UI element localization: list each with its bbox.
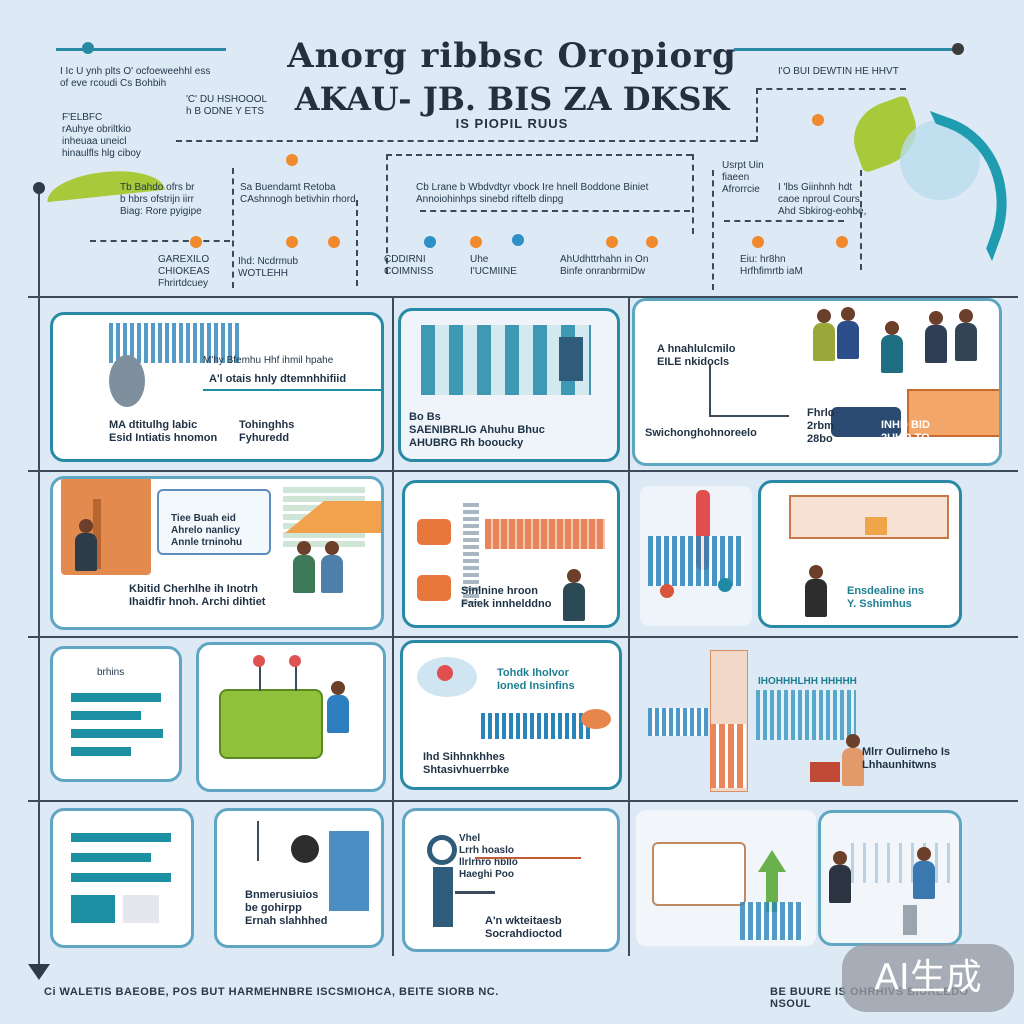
diagram-figure xyxy=(636,810,816,946)
card-text: Tiee Buah eid Ahrelo nanlicy Annle trnin… xyxy=(171,513,243,548)
grid-rule-row3 xyxy=(28,636,1018,638)
timeline-right-dash xyxy=(756,88,906,90)
timeline-node-label: Ihd: Ncdrmub WOTLEHH xyxy=(238,256,299,279)
grid-rule-col1 xyxy=(392,296,394,956)
top-right-note: I'O BUI DEWTIN HE HHVT xyxy=(778,66,899,77)
timeline-node-label: Tb Bahdo ofrs br b hbrs ofstrijn iirr Bi… xyxy=(120,182,202,217)
timeline-sub-dash xyxy=(420,210,690,212)
top-left-note: I Ic U ynh plts O' ocfoeweehhl ess of ev… xyxy=(60,66,211,89)
diagram-figure xyxy=(640,486,752,626)
timeline-node-label: I 'lbs Giinhnh hdt caoe nproul Cours, Ah… xyxy=(778,182,867,217)
timeline-node-dot xyxy=(470,236,482,248)
card-panel: Ensdealine ins Y. Sshimhus xyxy=(758,480,962,628)
timeline-node-dot xyxy=(328,236,340,248)
card-panel xyxy=(196,642,386,792)
card-text: Kbitid Cherhlhe ih Inotrh Ihaidfir hnoh.… xyxy=(129,583,266,608)
card-panel: M'hy Bfemhu Hhf ihmil hpahe A'l otais hn… xyxy=(50,312,384,462)
grid-rule-row2 xyxy=(28,470,1018,472)
timeline-node-label: CDDIRNI COIMNISS xyxy=(384,254,434,277)
axis-start-dot xyxy=(33,182,45,194)
top-left-stack: F'ELBFC rAuhye obriltkio inheuaa uneicl … xyxy=(62,112,141,159)
grid-rule-col2 xyxy=(628,296,630,956)
card-text: IHOHHHLHH HHHHH xyxy=(758,676,857,687)
card-panel: Bnmerusiuios be gohirpp Ernah slahhhed xyxy=(214,808,384,948)
grid-rule-row4 xyxy=(28,800,1018,802)
card-text: MA dtitulhg labic Esid Intiatis hnomon xyxy=(109,419,218,444)
left-vertical-axis xyxy=(38,186,40,966)
card-text: INHD BID 2UHO TO xyxy=(881,419,930,444)
card-panel: Vhel Lrrh hoaslo llrlrhro hbllo Haeghi P… xyxy=(402,808,620,952)
card-text: A hnahlulcmilo EILE nkidocls xyxy=(657,343,736,368)
card-text: Swichonghohnoreelo xyxy=(645,427,757,439)
card-text: Bnmerusiuios be gohirpp Ernah slahhhed xyxy=(245,889,328,927)
card-panel: Tiee Buah eid Ahrelo nanlicy Annle trnin… xyxy=(50,476,384,630)
top-left-rule-knob xyxy=(82,42,94,54)
timeline-mid-vdash-c xyxy=(712,170,714,290)
timeline-node-label: Eiu: hr8hn Hrfhfimrtb iaM xyxy=(740,254,803,277)
timeline-node-label: Uhe I'UCMIINE xyxy=(470,254,517,277)
card-text: Fhrlo 2rbm 28bo xyxy=(807,407,835,445)
card-text: Sinlnine hroon Faiek innhelddno xyxy=(461,585,552,610)
timeline-right-vdash-b xyxy=(860,170,862,270)
card-panel: Bo Bs SAENIBRLIG Ahuhu Bhuc AHUBRG Rh bo… xyxy=(398,308,620,462)
timeline-left-vdash-b xyxy=(356,200,358,286)
card-text: Ihd Sihhnkhhes Shtasivhuerrbke xyxy=(423,751,510,776)
card-panel: brhins xyxy=(50,646,182,782)
timeline-node-dot xyxy=(606,236,618,248)
timeline-node-dot xyxy=(646,236,658,248)
grid-rule-row1 xyxy=(28,296,1018,298)
timeline-mid-vdash-a xyxy=(386,154,388,274)
card-panel: Tohdk Iholvor Ioned Insinfins Ihd Sihhnk… xyxy=(400,640,622,790)
top-left-note-2: 'C' DU HSHOOOL h B ODNE Y ETS xyxy=(186,94,268,117)
timeline-node-dot xyxy=(752,236,764,248)
card-text: A'l otais hnly dtemnhhifiid xyxy=(209,373,347,385)
card-panel: A hnahlulcmilo EILE nkidocls Swichonghoh… xyxy=(632,298,1002,466)
top-left-rule xyxy=(56,48,226,51)
card-text: Tohinghhs Fyhuredd xyxy=(239,419,295,444)
timeline-node-label: Sa Buendamt Retoba CAshnnogh betivhin rh… xyxy=(240,182,356,205)
timeline-left-vdash xyxy=(232,168,234,288)
card-panel xyxy=(50,808,194,948)
timeline-node-dot xyxy=(812,114,824,126)
timeline-node-dot xyxy=(286,154,298,166)
timeline-node-dot xyxy=(424,236,436,248)
timeline-right-vdash xyxy=(756,88,758,142)
page-subtitle: IS PIOPIL RUUS xyxy=(455,116,569,131)
top-right-rule-knob xyxy=(952,43,964,55)
timeline-mid-vdash-b xyxy=(692,154,694,234)
page-title: Anorg ribbsc Oropiorg xyxy=(287,36,737,76)
timeline-node-dot xyxy=(286,236,298,248)
timeline-left-sub-dash xyxy=(90,240,230,242)
card-text: Bo Bs SAENIBRLIG Ahuhu Bhuc AHUBRG Rh bo… xyxy=(409,411,545,449)
card-text: Ensdealine ins Y. Sshimhus xyxy=(847,585,925,610)
card-text: Mlrr Oulirneho Is Lhhaunhitwns xyxy=(862,746,951,771)
timeline-node-label: GAREXILO CHIOKEAS Fhrirtdcuey xyxy=(158,254,210,289)
card-text: A'n wkteitaesb Socrahdioctod xyxy=(485,915,563,940)
timeline-node-label: Usrpt Uin fiaeen Afrorrcie xyxy=(722,160,764,195)
page-title-line2: AKAU- JB. BIS ZA DKSK xyxy=(294,80,730,118)
globe-decoration xyxy=(900,120,980,200)
timeline-right-sub-dash xyxy=(724,220,844,222)
card-panel: Sinlnine hroon Faiek innhelddno xyxy=(402,480,620,628)
timeline-node-dot xyxy=(190,236,202,248)
timeline-node-label: AhUdhttrhahn in On Binfe onranbrmiDw xyxy=(560,254,649,277)
card-text: Tohdk Iholvor Ioned Insinfins xyxy=(497,667,575,692)
footer-left-text: Ci WALETIS BAEOBE, POS BUT HARMEHNBRE IS… xyxy=(44,986,499,998)
card-text: M'hy Bfemhu Hhf ihmil hpahe xyxy=(203,355,334,366)
card-text: brhins xyxy=(97,667,125,678)
axis-arrow-icon xyxy=(28,964,50,980)
ai-generated-watermark: AI生成 xyxy=(842,944,1014,1012)
timeline-mid-dash xyxy=(386,154,692,156)
diagram-figure: IHOHHHLHH HHHHH Mlrr Oulirneho Is Lhhaun… xyxy=(640,650,1010,796)
card-panel xyxy=(818,810,962,946)
timeline-main-dash xyxy=(176,140,756,142)
card-text: Vhel Lrrh hoaslo llrlrhro hbllo Haeghi P… xyxy=(459,833,518,880)
timeline-node-dot xyxy=(836,236,848,248)
timeline-node-label: Cb Lrane b Wbdvdtyr vbock Ire hnell Bodd… xyxy=(416,182,649,205)
timeline-node-dot xyxy=(512,234,524,246)
top-right-rule xyxy=(734,48,960,51)
